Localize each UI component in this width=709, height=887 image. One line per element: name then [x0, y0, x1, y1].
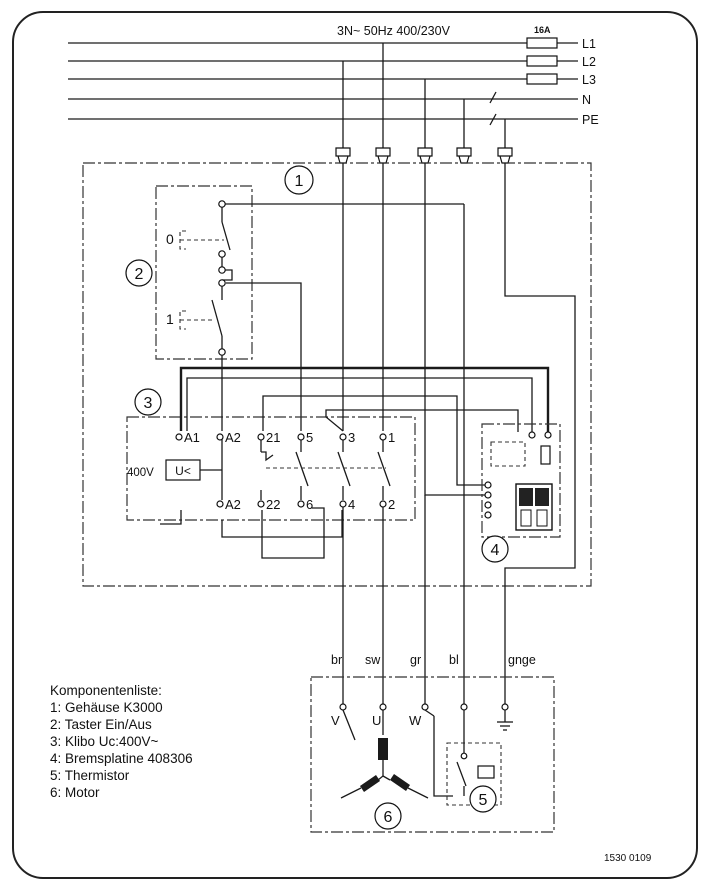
- coil-symbol: U<: [175, 464, 191, 478]
- brake-board-frame: [481, 423, 561, 538]
- terminal-5: 5: [306, 430, 313, 445]
- motor-terminal-w: W: [409, 713, 422, 728]
- wire-color-br: br: [331, 653, 342, 667]
- switch-on-label: 1: [166, 311, 174, 327]
- callout-4: 4: [491, 542, 500, 559]
- fuse-l1: [526, 37, 558, 49]
- line-label-l2: L2: [582, 55, 596, 69]
- terminal-6: 6: [306, 497, 313, 512]
- supply-rails: [68, 37, 578, 126]
- ground-symbol: [497, 710, 513, 731]
- legend-item-2: 2: Taster Ein/Aus: [50, 717, 152, 732]
- line-label-l1: L1: [582, 37, 596, 51]
- callout-5-circle: [469, 785, 497, 813]
- callout-4-circle: [481, 535, 509, 563]
- contactor-frame: [126, 416, 416, 521]
- housing-k3000-frame: [82, 162, 592, 587]
- callout-1: 1: [295, 173, 304, 190]
- line-label-l3: L3: [582, 73, 596, 87]
- contactor-bottom-terminals: [216, 500, 387, 508]
- terminal-22: 22: [266, 497, 280, 512]
- legend-item-6: 6: Motor: [50, 785, 100, 800]
- callout-3-circle: [134, 388, 162, 416]
- legend-item-5: 5: Thermistor: [50, 768, 130, 783]
- legend-item-1: 1: Gehäuse K3000: [50, 700, 163, 715]
- callout-3: 3: [144, 395, 153, 412]
- thermistor-contact: [456, 710, 495, 796]
- callout-2-circle: [125, 259, 153, 287]
- motor-windings: [340, 709, 453, 799]
- fuse-l3: [526, 73, 558, 85]
- switch-off-label: 0: [166, 231, 174, 247]
- terminal-a2-top: A2: [225, 430, 241, 445]
- wire-color-gnge: gnge: [508, 653, 536, 667]
- callout-6-circle: [374, 802, 402, 830]
- callout-6: 6: [384, 809, 393, 826]
- drawing-border: [12, 11, 698, 879]
- terminal-a1: A1: [184, 430, 200, 445]
- callout-1-circle: [284, 165, 314, 195]
- coil-voltage: 400V: [127, 467, 154, 479]
- fuse-l2: [526, 55, 558, 67]
- fuse-rating: 16A: [534, 25, 551, 35]
- callout-5: 5: [479, 792, 488, 809]
- motor-terminal-v: V: [331, 713, 340, 728]
- wire-color-bl: bl: [449, 653, 459, 667]
- supply-drops: [342, 43, 506, 148]
- contactor-top-terminals: [175, 433, 387, 441]
- component-legend: Komponentenliste: 1: Gehäuse K3000 2: Ta…: [50, 683, 193, 800]
- terminal-4: 4: [348, 497, 355, 512]
- terminal-2: 2: [388, 497, 395, 512]
- supply-spec: 3N~ 50Hz 400/230V: [337, 24, 451, 38]
- terminal-3: 3: [348, 430, 355, 445]
- legend-title: Komponentenliste:: [50, 683, 162, 698]
- terminal-1: 1: [388, 430, 395, 445]
- pushbutton-contacts: [179, 203, 465, 480]
- terminal-a2-bottom: A2: [225, 497, 241, 512]
- motor-frame: [310, 676, 555, 833]
- line-label-pe: PE: [582, 113, 599, 127]
- motor-leads: [342, 480, 465, 705]
- legend-item-3: 3: Klibo Uc:400V~: [50, 734, 159, 749]
- contactor-contacts: [260, 440, 391, 500]
- wire-color-sw: sw: [365, 653, 381, 667]
- cable-glands: [335, 147, 513, 164]
- motor-terminal-u: U: [372, 713, 381, 728]
- terminal-21: 21: [266, 430, 280, 445]
- wire-color-gr: gr: [410, 653, 421, 667]
- legend-item-4: 4: Bremsplatine 408306: [50, 751, 193, 766]
- line-label-n: N: [582, 93, 591, 107]
- brake-board-parts: [484, 431, 553, 531]
- drawing-number: 1530 0109: [604, 853, 652, 864]
- callout-2: 2: [135, 266, 144, 283]
- pushbutton-frame: [155, 185, 253, 360]
